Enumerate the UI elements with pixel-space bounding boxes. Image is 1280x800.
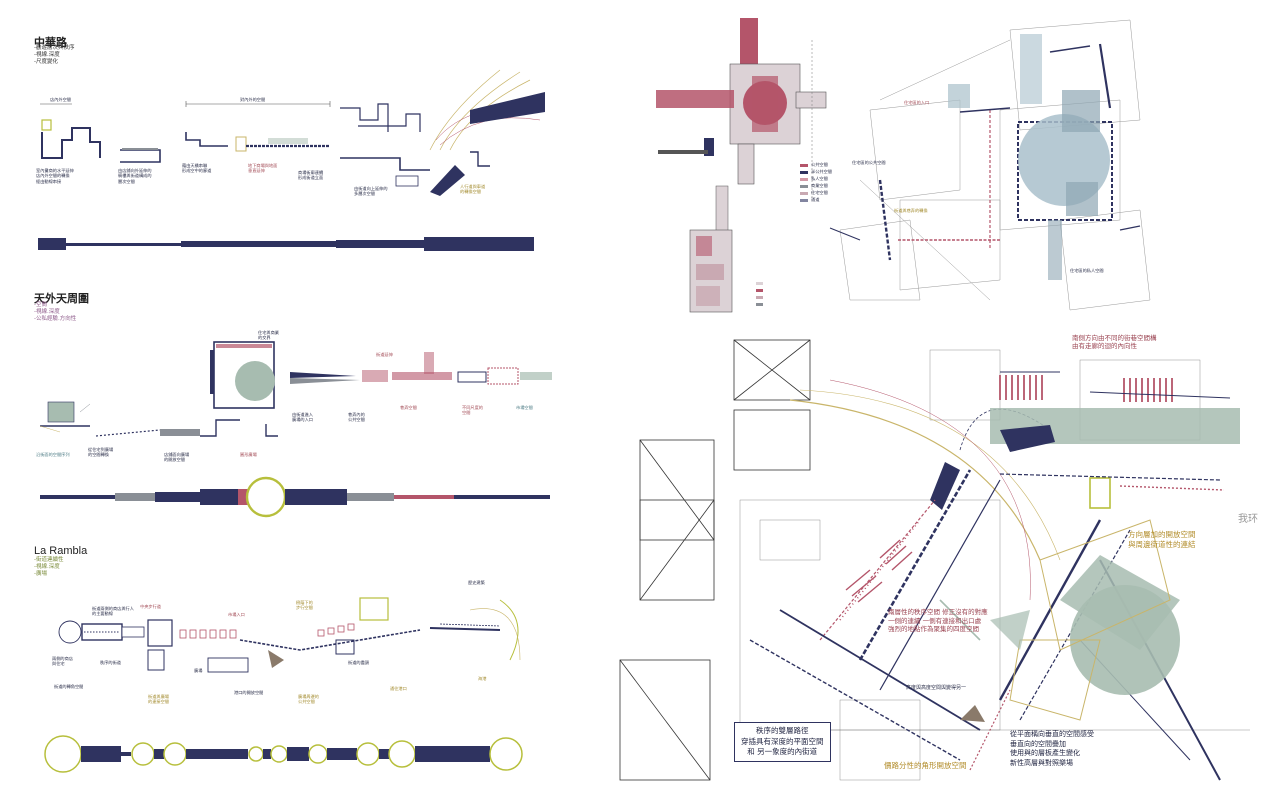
plan-legend-5: 通道 bbox=[811, 197, 820, 202]
note-zh-1: 店內外空間 bbox=[50, 97, 71, 102]
note-lr-1: 街道兩側的商店與行人 的主要動線 bbox=[92, 606, 134, 617]
note-lr-2: 中央步行道 bbox=[140, 604, 161, 609]
note-tw-6: 住宅與商業 的交界 bbox=[258, 330, 279, 341]
main-note-box: 秩序的雙層路徑 穿插具有深度的平面空間 和 另一象度的內街道 bbox=[734, 722, 831, 762]
axo-note-2: 住宅區的公共空間 bbox=[852, 160, 886, 165]
plan-legend-0: 公共空間 bbox=[811, 162, 828, 167]
note-tw-7: 巷弄內的 公共空間 bbox=[348, 412, 365, 423]
note-lr-3: 兩側的商店 與住宅 bbox=[52, 656, 73, 667]
note-lr-7: 市場入口 bbox=[228, 612, 245, 617]
note-tw-8: 巷弄空間 bbox=[400, 405, 417, 410]
section-subtitle-larambla: -街道連續性 -視線.深度 -廣場 bbox=[34, 557, 64, 577]
main-note-bottom-right: 從平面稱向垂直的空間感受 垂直向的空間疊加 使用與的層板產生變化 新性高層與對照… bbox=[1010, 730, 1094, 767]
section-subtitle-tianwaitian: -空間 -視線.深度 -公私經驗.方向性 bbox=[34, 302, 77, 322]
note-lr-11: 廣場周邊的 公共空間 bbox=[298, 694, 319, 705]
plan-legend-4: 住宅空間 bbox=[811, 190, 828, 195]
note-tw-4: 圓形廣場 bbox=[240, 452, 257, 457]
note-lr-10: 樹蔭下的 步行空間 bbox=[296, 600, 313, 611]
note-lr-15: 海港 bbox=[478, 676, 487, 681]
note-lr-9: 港口的開放空間 bbox=[234, 690, 264, 695]
note-lr-4: 秩序的街道 bbox=[100, 660, 121, 665]
section-subtitle-zhonghua: -勸遊層次與秩序 -視線.深度 -尺度變化 bbox=[34, 45, 75, 65]
axo-note-1: 住宅區的入口 bbox=[904, 100, 930, 105]
main-note-right-gold: 方向層加的開放空間 與周邊街道性的連結 bbox=[1128, 530, 1196, 549]
note-tw-9: 不同尺度的 空間 bbox=[462, 405, 483, 416]
plan-legend-3: 商業空間 bbox=[811, 183, 828, 188]
note-zh-9: 人行道與車道 的轉換空間 bbox=[460, 184, 486, 195]
note-tw-2: 從住宅到廣場 的空間轉換 bbox=[88, 447, 114, 458]
note-zh-4: 由店鋪向外延伸的 騎樓與街道構成的 層次空間 bbox=[118, 168, 152, 184]
note-lr-8: 街道與廣場 的連接空間 bbox=[148, 694, 169, 705]
note-zh-2: 對內外的空間 bbox=[240, 97, 266, 102]
note-tw-5: 由街道進入 廣場的入口 bbox=[292, 412, 313, 423]
axo-note-3: 街道與巷弄的轉換 bbox=[894, 208, 928, 213]
note-tw-3: 店鋪面向廣場 的開放空間 bbox=[164, 452, 190, 463]
note-zh-8: 由街道向上延伸的 多層次空間 bbox=[354, 186, 388, 197]
note-tw-11: 市場空間 bbox=[516, 405, 533, 410]
note-zh-6: 地下商場與地面 垂直延伸 bbox=[248, 163, 278, 174]
axo-note-4: 住宅區的私人空間 bbox=[1070, 268, 1104, 273]
note-zh-5: 藉由天橋串聯 形成空中的廊道 bbox=[182, 163, 212, 174]
note-tw-10: 街道延伸 bbox=[376, 352, 393, 357]
section-title-zhonghua: 中華路 bbox=[34, 37, 67, 49]
note-lr-6: 廣場 bbox=[194, 668, 203, 673]
note-tw-1: 沿街面的空間序列 bbox=[36, 452, 70, 457]
section-title-tianwaitian: 天外天周圍 bbox=[34, 293, 89, 305]
plan-legend-2: 私人空間 bbox=[811, 176, 828, 181]
note-zh-7: 商場街廓連續 形成街道立面 bbox=[298, 170, 324, 181]
main-note-center: 高度與高度空間與變得另一 bbox=[906, 685, 967, 691]
main-note-center-red: 兩層性的秩序空間 修正沒有的對應 一側的連續 一側有連接和出口處 強烈的地點作為… bbox=[888, 608, 988, 633]
right-edge-text: 我环 bbox=[1238, 514, 1258, 525]
main-note-top-right: 南側方向由不同的街巷空間構 由有走廊的迴的內向性 bbox=[1072, 334, 1157, 350]
note-lr-12: 街道的盡頭 bbox=[348, 660, 369, 665]
section-title-larambla: La Rambla bbox=[34, 545, 88, 557]
note-lr-14: 歷史建築 bbox=[468, 580, 485, 585]
main-note-bottom-gold: 價路分性的角形開放空間 bbox=[884, 761, 967, 770]
note-lr-13: 通往港口 bbox=[390, 686, 407, 691]
note-lr-5: 街道的轉角空間 bbox=[54, 684, 84, 689]
plan-legend-1: 半公共空間 bbox=[811, 169, 832, 174]
note-zh-3: 室內攤商的水平延伸 店內外空間的轉換 經由動線串接 bbox=[36, 168, 74, 184]
